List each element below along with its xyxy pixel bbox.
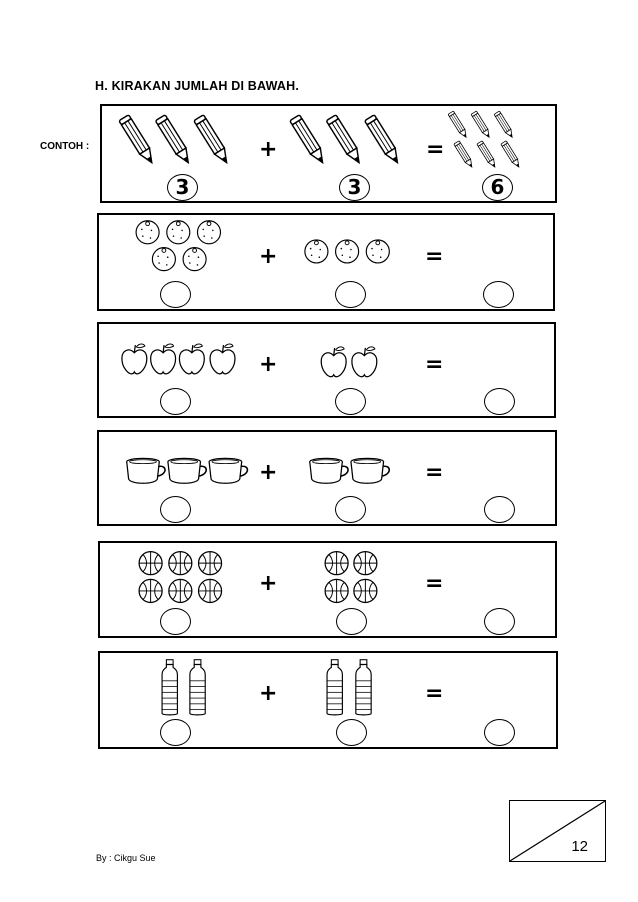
equals-sign: = — [425, 460, 444, 485]
plus-sign: + — [259, 571, 278, 596]
question-row-cups: + = — [97, 430, 557, 526]
equals-sign: = — [425, 352, 444, 377]
answer-circle-total[interactable] — [483, 281, 514, 308]
plus-sign: + — [259, 681, 278, 706]
question-row-bottles: + = — [98, 651, 558, 749]
example-label: CONTOH : — [40, 141, 90, 152]
answer-circle-left[interactable] — [160, 719, 191, 746]
plus-sign: + — [259, 352, 278, 377]
page-number-box: 12 — [509, 800, 606, 862]
equals-sign: = — [425, 681, 444, 706]
answer-circle-right[interactable] — [335, 496, 366, 523]
answer-circle-left[interactable] — [160, 281, 191, 308]
answer-circle-right[interactable] — [336, 608, 367, 635]
answer-circle-left[interactable] — [160, 608, 191, 635]
answer-circle-right[interactable] — [335, 388, 366, 415]
question-row-apples: + = — [97, 322, 556, 418]
equals-sign: = — [425, 571, 444, 596]
answer-circle-left[interactable] — [160, 496, 191, 523]
plus-sign: + — [259, 137, 278, 162]
equals-sign: = — [426, 137, 445, 162]
question-row-basketballs: + = — [98, 541, 557, 638]
answer-circle-right[interactable] — [335, 281, 366, 308]
answer-circle-total[interactable] — [484, 719, 515, 746]
answer-circle-total[interactable] — [484, 388, 515, 415]
question-row-oranges: + = — [97, 213, 555, 311]
equals-sign: = — [425, 244, 444, 269]
answer-circle-left[interactable] — [160, 388, 191, 415]
author-credit: By : Cikgu Sue — [96, 853, 156, 863]
example-row: + = 3 3 6 — [100, 104, 557, 203]
example-answer-right: 3 — [339, 174, 370, 201]
plus-sign: + — [259, 244, 278, 269]
answer-circle-right[interactable] — [336, 719, 367, 746]
example-answer-total: 6 — [482, 174, 513, 201]
plus-sign: + — [259, 460, 278, 485]
example-answer-left: 3 — [167, 174, 198, 201]
worksheet-title: H. KIRAKAN JUMLAH DI BAWAH. — [95, 79, 300, 93]
diagonal-line — [510, 801, 605, 861]
page-number: 12 — [571, 838, 588, 855]
answer-circle-total[interactable] — [484, 496, 515, 523]
answer-circle-total[interactable] — [484, 608, 515, 635]
